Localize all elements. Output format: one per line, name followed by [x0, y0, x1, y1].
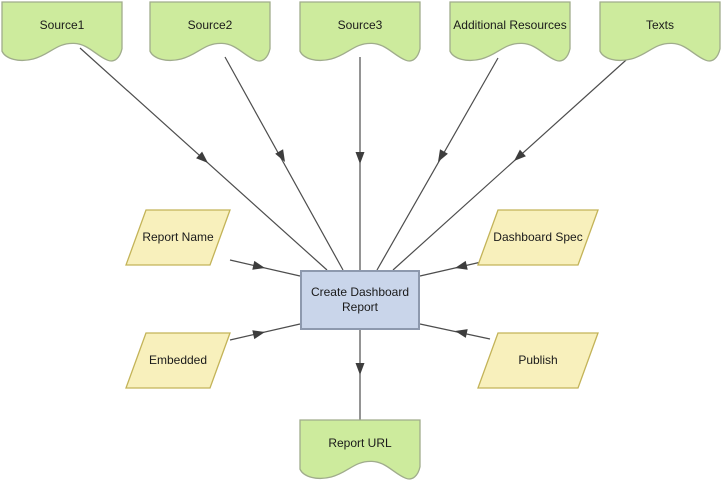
process-shape [300, 270, 420, 330]
node-label-texts: Texts [645, 18, 674, 32]
node-source2: Source2 [149, 1, 271, 62]
edge-arrowhead [455, 329, 468, 338]
node-source3: Source3 [299, 1, 421, 62]
parallelogram-shape-outline [125, 332, 231, 389]
node-label-dashboard-spec: Dashboard Spec [493, 230, 583, 244]
parallelogram-shape [477, 209, 599, 266]
node-embedded: Embedded [125, 332, 231, 389]
parallelogram-shape-outline [477, 209, 599, 266]
node-label-source2: Source2 [187, 18, 233, 32]
node-label-additional-resources: Additional Resources [453, 18, 567, 32]
edge-line [224, 56, 344, 271]
document-shape-outline [299, 1, 421, 62]
document-shape [299, 419, 421, 480]
edge-arrowhead [455, 260, 468, 270]
node-label-source3: Source3 [337, 18, 383, 32]
edge-arrowhead [275, 149, 285, 162]
document-shape [299, 1, 421, 62]
edge-line [229, 323, 301, 341]
node-label-source1: Source1 [39, 18, 85, 32]
edge-arrowhead [438, 149, 448, 162]
edge-report-name-to-create-dashboard-report [229, 259, 301, 277]
edge-arrowhead [514, 149, 526, 161]
node-label-publish: Publish [518, 353, 558, 367]
document-shape [149, 1, 271, 62]
document-shape [449, 1, 571, 62]
process-shape-outline [300, 270, 420, 330]
parallelogram-shape-outline [477, 332, 599, 389]
node-texts: Texts [599, 1, 721, 62]
edge-arrowhead [252, 330, 265, 340]
node-label-embedded: Embedded [148, 353, 208, 367]
document-shape-outline [1, 1, 123, 62]
document-shape [599, 1, 721, 62]
edge-arrowhead [196, 151, 208, 163]
parallelogram-shape [125, 209, 231, 266]
edge-embedded-to-create-dashboard-report [229, 323, 301, 341]
node-label-report-url: Report URL [328, 436, 392, 450]
parallelogram-shape [477, 332, 599, 389]
edge-arrowhead [252, 260, 265, 270]
edge-line [229, 259, 301, 277]
edge-create-dashboard-report-to-report-url [355, 330, 365, 421]
parallelogram-shape [125, 332, 231, 389]
document-shape-outline [599, 1, 721, 62]
node-dashboard-spec: Dashboard Spec [477, 209, 599, 266]
node-publish: Publish [477, 332, 599, 389]
document-shape-outline [449, 1, 571, 62]
edge-arrowhead [355, 363, 365, 375]
document-shape-outline [149, 1, 271, 62]
node-additional-resources: Additional Resources [449, 1, 571, 62]
node-report-url: Report URL [299, 419, 421, 480]
node-label-create-dashboard-report: Create Dashboard Report [310, 285, 410, 314]
node-label-report-name: Report Name [142, 230, 214, 244]
node-report-name: Report Name [125, 209, 231, 266]
document-shape-outline [299, 419, 421, 480]
edge-source2-to-create-dashboard-report [224, 56, 344, 271]
edge-arrowhead [355, 152, 365, 164]
edge-source3-to-create-dashboard-report [355, 57, 365, 270]
document-shape [1, 1, 123, 62]
node-source1: Source1 [1, 1, 123, 62]
node-create-dashboard-report: Create Dashboard Report [300, 270, 420, 330]
parallelogram-shape-outline [125, 209, 231, 266]
